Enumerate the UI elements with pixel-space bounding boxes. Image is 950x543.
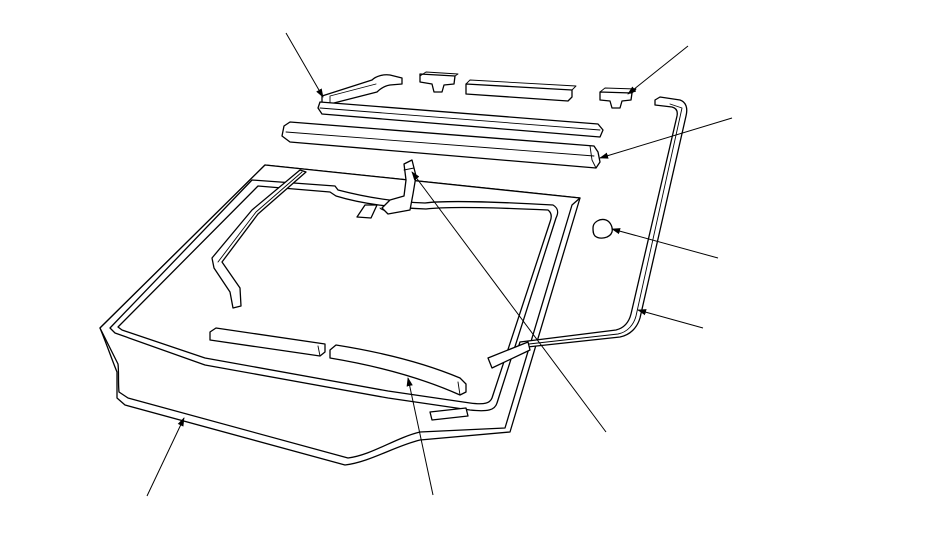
callout-mirror-base: [411, 171, 607, 433]
lower-spacer-right-clip: [487, 341, 531, 369]
upper-spacer-left: [321, 74, 403, 105]
upper-spacer-right: [599, 87, 637, 109]
windshield-glass: [99, 164, 581, 466]
rubber-cap: [592, 218, 613, 239]
ceramic-band-inner: [117, 185, 552, 405]
upper-molding-body: [317, 101, 604, 138]
mirror-base-body: [381, 159, 417, 215]
upper-spacer-center: [465, 79, 577, 102]
upper-molding: [317, 101, 604, 138]
rubber-cap-body: [592, 218, 613, 239]
callout-upper-molding: [285, 32, 324, 98]
ceramic-band-outer: [109, 179, 559, 412]
rubber-dam-left: [209, 327, 326, 357]
upper-trim-strip-body: [281, 121, 601, 169]
side-molding-left: [211, 169, 307, 309]
callout-windshield-glass: [146, 417, 185, 497]
callout-side-molding-right: [637, 309, 704, 329]
molding-clip-body: [419, 73, 456, 93]
callout-rubber-cap: [611, 228, 719, 259]
rubber-dam-right: [329, 344, 467, 396]
upper-trim-strip: [281, 121, 601, 169]
callout-upper-trim-strip: [599, 117, 733, 159]
lower-spacer-bottom-clip: [429, 407, 469, 421]
rearview-mirror-base: [381, 159, 417, 215]
rubber-dam-right-body: [329, 344, 467, 396]
lower-spacer: [429, 341, 531, 421]
rubber-dam-left-body: [209, 327, 326, 357]
molding-clip: [419, 71, 459, 93]
callout-upper-spacer-right: [627, 45, 689, 95]
side-molding-left-body: [211, 169, 307, 309]
upper-spacer-right-body: [599, 91, 633, 109]
mirror-patch: [356, 204, 378, 219]
callout-rubber-dam: [406, 377, 434, 496]
upper-spacer-left-body: [321, 74, 403, 105]
callout-leaders: [146, 32, 733, 497]
upper-spacer-center-body: [465, 83, 573, 102]
